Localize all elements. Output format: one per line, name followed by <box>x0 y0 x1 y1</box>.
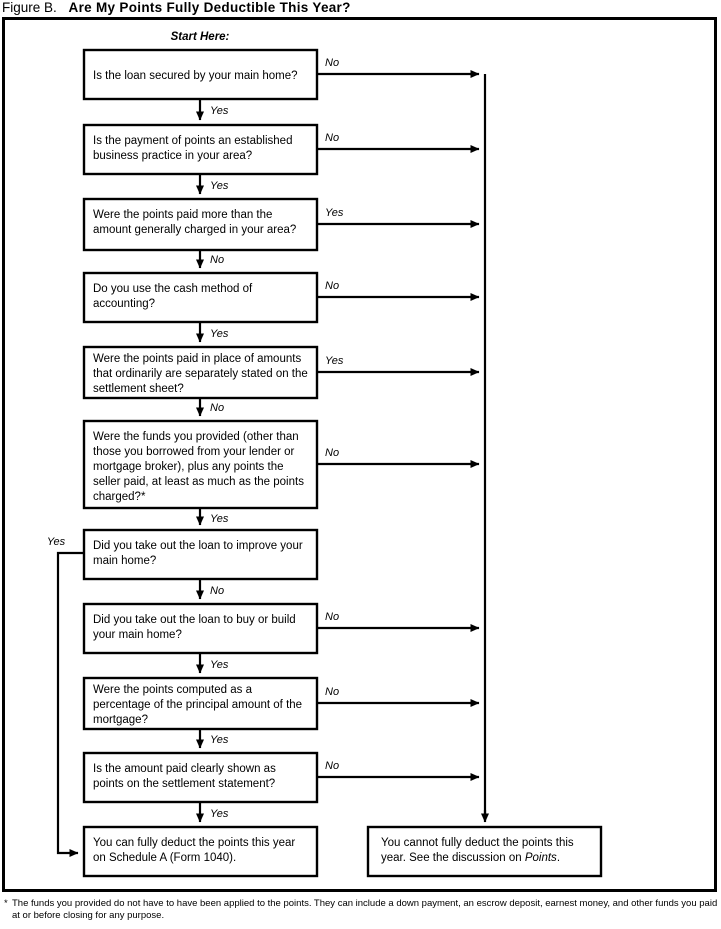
node-result-no-line2: year. See the discussion on Points. <box>381 852 560 864</box>
edge-q7-yes-bypass <box>56 551 84 857</box>
node-q1-box[interactable] <box>82 48 319 101</box>
node-q9-line1: Were the points computed as a <box>93 684 253 696</box>
node-q7-line2: main home? <box>93 555 156 567</box>
node-result-no-line2-c: . <box>557 852 560 864</box>
node-q2-line2: business practice in your area? <box>93 150 252 162</box>
node-q4-line2: accounting? <box>93 298 155 310</box>
node-q3-line1: Were the points paid more than the <box>93 209 272 221</box>
edge-q4-q5-label: Yes <box>210 328 229 340</box>
edge-q4-no-label: No <box>325 280 339 292</box>
node-q6-line5: charged?* <box>93 491 146 503</box>
node-q8-line2: your main home? <box>93 629 182 641</box>
node-q9-line3: mortgage? <box>93 714 148 726</box>
node-q9-line2: percentage of the principal amount of th… <box>93 699 302 711</box>
node-result-yes-line2: on Schedule A (Form 1040). <box>93 852 236 864</box>
node-result-yes-box[interactable] <box>82 825 319 878</box>
footnote-text: The funds you provided do not have to ha… <box>12 898 718 921</box>
start-here-label: Start Here: <box>171 31 230 43</box>
edge-q8-no-label: No <box>325 611 339 623</box>
node-q10-box[interactable] <box>82 751 319 804</box>
node-result-no-line1: You cannot fully deduct the points this <box>381 837 574 849</box>
node-q1-line1: Is the loan secured by your main home? <box>93 70 298 82</box>
node-q8-box[interactable] <box>82 602 319 655</box>
figure-label: Figure B. <box>2 0 57 15</box>
node-q10-line2: points on the settlement statement? <box>93 778 275 790</box>
node-q5-line3: settlement sheet? <box>93 383 184 395</box>
node-q5-line2: that ordinarily are separately stated on… <box>93 368 308 380</box>
node-result-no-box[interactable] <box>366 825 603 878</box>
edge-q6-q7-label: Yes <box>210 513 229 525</box>
edge-q5-q6-label: No <box>210 402 224 414</box>
node-q5-line1: Were the points paid in place of amounts <box>93 353 301 365</box>
node-q3-line2: amount generally charged in your area? <box>93 224 296 236</box>
edge-q2-no-label: No <box>325 132 339 144</box>
node-q2-line1: Is the payment of points an established <box>93 135 292 147</box>
edge-q9-no-label: No <box>325 686 339 698</box>
edge-q10-resultyes-label: Yes <box>210 808 229 820</box>
node-result-yes-line1: You can fully deduct the points this yea… <box>93 837 295 849</box>
edge-q8-q9-label: Yes <box>210 659 229 671</box>
node-result-no-line2-a: year. See the discussion on <box>381 852 525 864</box>
node-q4-line1: Do you use the cash method of <box>93 283 253 295</box>
edge-q9-q10-label: Yes <box>210 734 229 746</box>
node-q6-line4: seller paid, at least as much as the poi… <box>93 476 304 488</box>
node-q8-line1: Did you take out the loan to buy or buil… <box>93 614 296 626</box>
node-q7-line1: Did you take out the loan to improve you… <box>93 540 303 552</box>
footnote-marker: * <box>4 898 8 909</box>
edge-q1-no-label: No <box>325 57 339 69</box>
edge-q7-yes-label: Yes <box>47 536 66 548</box>
node-result-no-points-italic: Points <box>525 852 557 864</box>
edge-q1-q2-label: Yes <box>210 105 229 117</box>
node-q6-line3: mortgage broker), plus any points the <box>93 461 284 473</box>
edge-q2-q3-label: Yes <box>210 180 229 192</box>
figure-title: Figure B. Are My Points Fully Deductible… <box>2 0 718 16</box>
edge-q10-no-label: No <box>325 760 339 772</box>
figure-border <box>2 17 717 892</box>
edge-q7-q8-label: No <box>210 585 224 597</box>
footnote: * The funds you provided do not have to … <box>4 898 718 921</box>
node-q6-line1: Were the funds you provided (other than <box>93 431 299 443</box>
figure-question-title: Are My Points Fully Deductible This Year… <box>68 0 351 15</box>
edge-q6-no-label: No <box>325 447 339 459</box>
edge-q3-q4-label: No <box>210 254 224 266</box>
node-q6-line2: those you borrowed from your lender or <box>93 446 295 458</box>
edge-q5-yes-label: Yes <box>325 355 344 367</box>
edge-q3-yes-label: Yes <box>325 207 344 219</box>
node-q10-line1: Is the amount paid clearly shown as <box>93 763 276 775</box>
